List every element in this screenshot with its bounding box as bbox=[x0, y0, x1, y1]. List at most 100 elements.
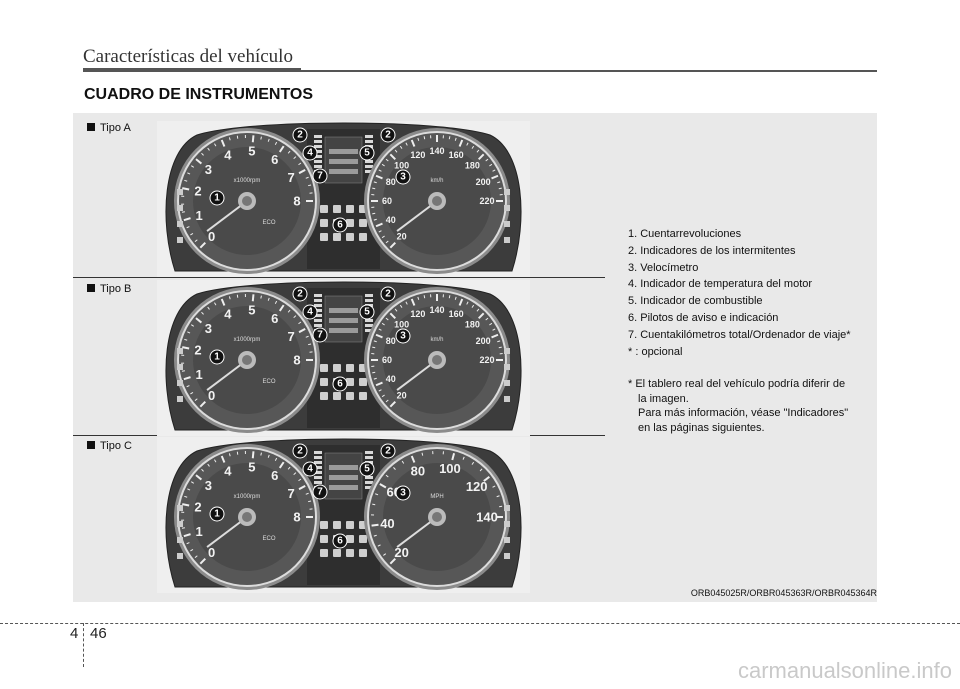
chapter-title: Características del vehículo bbox=[83, 46, 293, 67]
temp-gauge-segment bbox=[314, 456, 322, 459]
gauge-tick bbox=[485, 158, 489, 162]
gauge-tick-label: 40 bbox=[386, 215, 396, 225]
temp-gauge-segment bbox=[314, 145, 322, 148]
side-indicator-icon bbox=[504, 380, 510, 386]
gauge-tick bbox=[287, 150, 291, 154]
gauge-tick-label: 60 bbox=[382, 355, 392, 365]
callout-number: 6 bbox=[337, 536, 343, 547]
gauge-tick bbox=[199, 242, 206, 249]
temp-gauge-segment bbox=[314, 461, 322, 464]
callout-badge bbox=[332, 533, 348, 549]
side-indicator-icon bbox=[504, 537, 510, 543]
gauge-tick bbox=[491, 333, 499, 339]
gauge-tick bbox=[417, 137, 420, 141]
callout-badge bbox=[209, 506, 225, 522]
gauge-tick bbox=[199, 558, 206, 565]
type-b-label: Tipo B bbox=[87, 283, 131, 295]
gauge-tick bbox=[228, 453, 231, 457]
gauge-tick-label: 160 bbox=[449, 309, 464, 319]
gauge-tick bbox=[375, 333, 383, 339]
gauge-tick bbox=[305, 492, 309, 495]
warning-lamp-icon bbox=[320, 392, 328, 400]
callout-badge bbox=[312, 168, 328, 184]
lcd-digits bbox=[329, 318, 358, 323]
legend-item: 5. Indicador de combustible bbox=[628, 295, 763, 308]
gauge-tick bbox=[274, 457, 278, 461]
temp-gauge-segment bbox=[314, 294, 322, 297]
gauge-tick bbox=[260, 136, 262, 140]
gauge-tick bbox=[383, 553, 387, 556]
warning-lamp-icon bbox=[346, 549, 354, 557]
legend-list: 1. Cuentarrevoluciones 2. Indicadores de… bbox=[628, 226, 878, 360]
gauge-tick bbox=[379, 483, 387, 489]
side-indicator-icon bbox=[504, 237, 510, 243]
fuel-gauge-segment bbox=[365, 165, 373, 168]
gauge-tick bbox=[251, 135, 255, 143]
gauge-unit-label: km/h bbox=[430, 178, 443, 184]
callout-badge bbox=[395, 169, 411, 185]
warning-lamp-icon bbox=[333, 521, 341, 529]
callout-number: 1 bbox=[214, 509, 220, 520]
gauge-tick bbox=[267, 454, 270, 458]
gauge-tick-label: 6 bbox=[271, 311, 278, 326]
callout-badge bbox=[359, 304, 375, 320]
gauge-hub-center bbox=[432, 196, 442, 206]
warning-lamp-icon bbox=[346, 219, 354, 227]
warning-lamp-icon bbox=[320, 549, 328, 557]
gauge-hub-center bbox=[242, 196, 252, 206]
gauge-tick bbox=[187, 172, 191, 175]
warning-lamp-icon bbox=[359, 378, 367, 386]
callout-badge bbox=[395, 328, 411, 344]
gauge-tick-label: 5 bbox=[248, 460, 255, 475]
callout-badge bbox=[302, 461, 318, 477]
note-line: la imagen. bbox=[638, 392, 689, 405]
gauge-tick bbox=[497, 340, 501, 343]
warning-lamp-icon bbox=[346, 392, 354, 400]
callout-number: 7 bbox=[317, 171, 323, 182]
note-line: Para más información, véase "Indicadores… bbox=[638, 407, 849, 419]
gauge-tick bbox=[182, 187, 190, 191]
gauge-tick bbox=[485, 317, 489, 321]
gauge-tick bbox=[220, 455, 226, 463]
legend-item: 2. Indicadores de los intermitentes bbox=[628, 244, 796, 257]
gauge-tick bbox=[195, 158, 203, 165]
warning-lamp-icon bbox=[359, 549, 367, 557]
gauge-tick bbox=[278, 145, 285, 153]
gauge-tick bbox=[423, 136, 426, 140]
gauge-tick bbox=[190, 232, 194, 236]
square-bullet-icon bbox=[87, 284, 95, 292]
gauge-tick bbox=[181, 527, 186, 529]
lcd-digits bbox=[329, 308, 358, 313]
gauge-tick-label: 3 bbox=[205, 478, 212, 493]
gauge-tick bbox=[182, 346, 190, 350]
note-line: en las páginas siguientes. bbox=[638, 421, 765, 434]
warning-lamp-icon bbox=[333, 205, 341, 213]
gauge-tick-label: 200 bbox=[476, 336, 491, 346]
warning-lamp-icon bbox=[346, 378, 354, 386]
callout-number: 3 bbox=[400, 488, 406, 499]
temp-gauge-segment bbox=[314, 160, 322, 163]
gauge-tick bbox=[372, 212, 376, 215]
callout-badge bbox=[380, 286, 396, 302]
gauge-tick-label: 0 bbox=[208, 229, 215, 244]
gauge-tick bbox=[496, 495, 500, 498]
gauge-tick bbox=[251, 451, 255, 459]
gauge-tick bbox=[492, 485, 496, 488]
gauge-tick bbox=[458, 298, 464, 306]
callout-number: 6 bbox=[337, 220, 343, 231]
callout-number: 2 bbox=[385, 289, 391, 300]
gauge-tick bbox=[307, 184, 312, 187]
callout-number: 6 bbox=[337, 379, 343, 390]
gauge-tick bbox=[497, 181, 501, 184]
gauge-tick bbox=[381, 394, 385, 398]
gauge-tick bbox=[186, 226, 190, 229]
temp-gauge-segment bbox=[314, 150, 322, 153]
side-indicator-icon bbox=[504, 521, 510, 527]
gauge-tick-label: 20 bbox=[394, 545, 408, 560]
page-section: 4 bbox=[70, 625, 79, 642]
gauge-tick bbox=[267, 297, 270, 301]
gauge-tick-label: 4 bbox=[224, 147, 232, 162]
gauge-tick bbox=[381, 235, 385, 239]
gauge-tick bbox=[483, 476, 490, 482]
gauge-tick bbox=[298, 485, 306, 491]
